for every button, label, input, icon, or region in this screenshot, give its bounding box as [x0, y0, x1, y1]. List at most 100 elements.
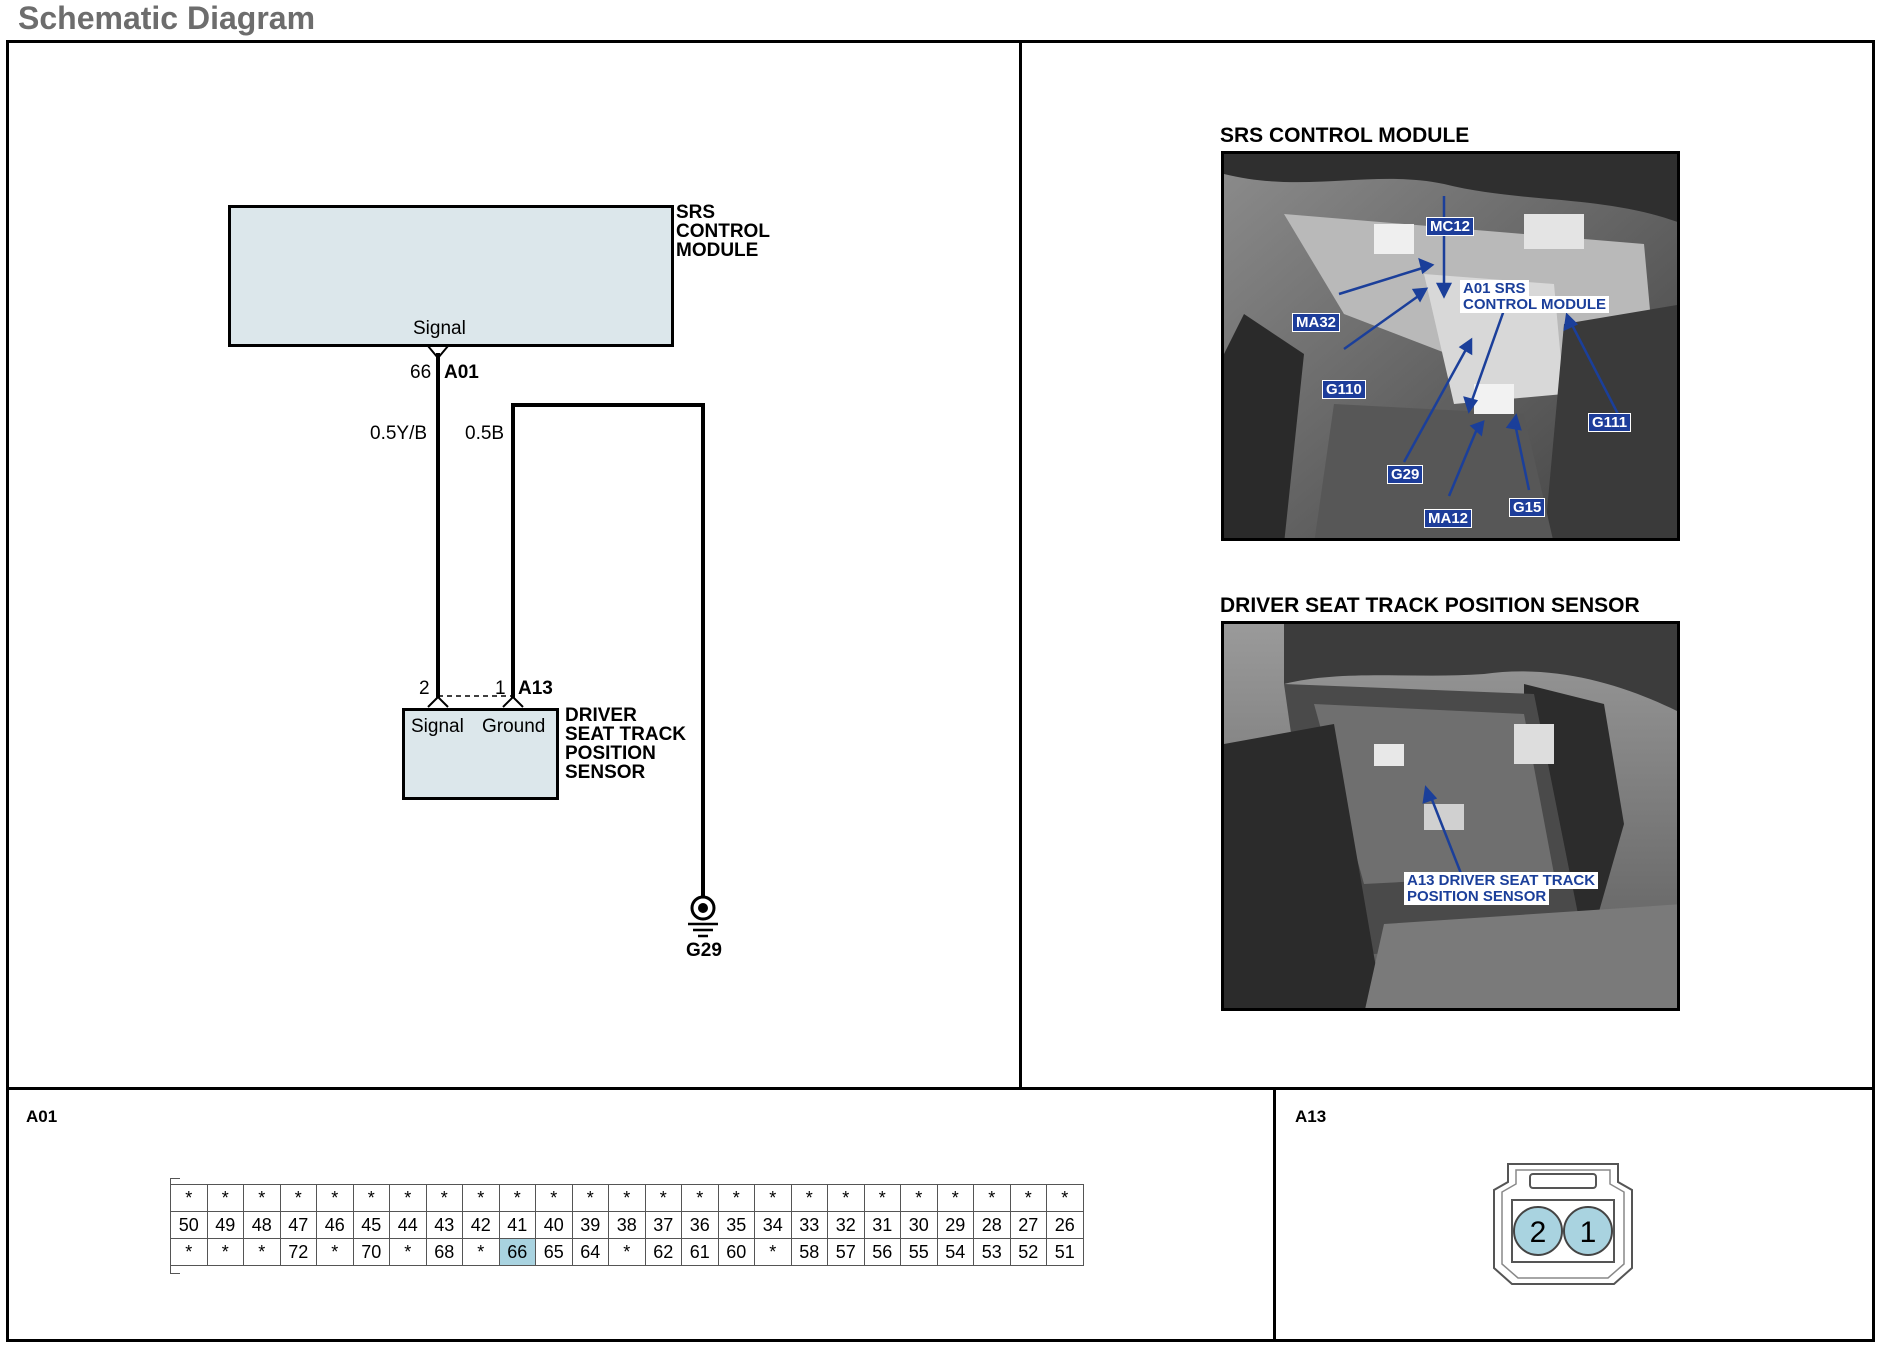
callout-a13-1: A13 DRIVER SEAT TRACK — [1404, 872, 1599, 889]
a01-pin-cell: * — [316, 1238, 354, 1266]
a01-pin-cell: 70 — [352, 1238, 390, 1266]
srs-module-name-2: CONTROL — [676, 221, 770, 242]
a01-pin-cell: 47 — [279, 1211, 317, 1239]
a01-pin-cell: 64 — [571, 1238, 609, 1266]
a01-pin-cell: 43 — [425, 1211, 463, 1239]
a01-pin-cell: 41 — [498, 1211, 536, 1239]
a01-pin-cell: 45 — [352, 1211, 390, 1239]
a01-pin-cell: * — [827, 1184, 865, 1212]
ground-label: G29 — [686, 940, 722, 961]
a01-pin-cell: 39 — [571, 1211, 609, 1239]
a01-pin-cell: * — [352, 1184, 390, 1212]
a01-pin-cell: 27 — [1009, 1211, 1047, 1239]
sensor-location-photo: A13 DRIVER SEAT TRACK POSITION SENSOR — [1221, 621, 1680, 1011]
a13-pin-1-label: 1 — [1580, 1216, 1597, 1249]
callout-a13-2: POSITION SENSOR — [1404, 888, 1550, 905]
a01-pin-cell: * — [389, 1238, 427, 1266]
callout-g110: G110 — [1322, 380, 1366, 399]
sensor-pin-2-number: 2 — [419, 678, 430, 699]
a01-pin-cell: 52 — [1009, 1238, 1047, 1266]
sensor-name-4: SENSOR — [565, 762, 646, 783]
a01-pin-cell: * — [790, 1184, 828, 1212]
connector-a13-panel — [1273, 1087, 1875, 1342]
a01-pin-cell: 40 — [535, 1211, 573, 1239]
connector-a13-title: A13 — [1295, 1107, 1327, 1126]
sensor-photo-title: DRIVER SEAT TRACK POSITION SENSOR — [1220, 594, 1640, 617]
srs-module-name-3: MODULE — [676, 240, 759, 261]
a01-pin-cell: 28 — [973, 1211, 1011, 1239]
a01-pin-cell: 58 — [790, 1238, 828, 1266]
a01-pin-cell: * — [462, 1238, 500, 1266]
a01-pin-cell: * — [206, 1238, 244, 1266]
a01-pin-cell: 26 — [1046, 1211, 1084, 1239]
a01-pin-cell: 36 — [681, 1211, 719, 1239]
a01-pin-cell: * — [316, 1184, 354, 1212]
signal-wire-label: 0.5Y/B — [370, 423, 428, 444]
a01-pin-cell: 68 — [425, 1238, 463, 1266]
a01-pin-cell: 51 — [1046, 1238, 1084, 1266]
ground-symbol — [688, 895, 718, 938]
a01-pin-cell: 29 — [936, 1211, 974, 1239]
a13-pin-2-label: 2 — [1530, 1216, 1547, 1249]
a01-pin-cell: * — [243, 1184, 281, 1212]
a01-pin-cell: * — [900, 1184, 938, 1212]
a01-pin-cell: 49 — [206, 1211, 244, 1239]
a01-pin-cell: * — [936, 1184, 974, 1212]
a01-pin-cell: 60 — [717, 1238, 755, 1266]
callout-g15: G15 — [1509, 498, 1546, 517]
a01-pin-cell: 38 — [608, 1211, 646, 1239]
sensor-ground-pin-label: Ground — [482, 716, 546, 737]
a01-pin-cell: * — [863, 1184, 901, 1212]
a01-pin-cell: 56 — [863, 1238, 901, 1266]
callout-g111: G111 — [1588, 413, 1632, 432]
connector-a01-title: A01 — [26, 1107, 58, 1126]
a01-pin-cell: 32 — [827, 1211, 865, 1239]
a01-pin-cell: * — [1009, 1184, 1047, 1212]
sensor-signal-pin-label: Signal — [411, 716, 464, 737]
a01-pin-cell: * — [754, 1184, 792, 1212]
srs-control-module-block — [228, 205, 674, 347]
connector-a13-face: 2 1 — [1493, 1163, 1633, 1285]
callout-a01-srs-2: CONTROL MODULE — [1460, 296, 1610, 313]
a13-connector-label: A13 — [518, 678, 553, 699]
a01-pin-cell: * — [279, 1184, 317, 1212]
a01-pin-cell: 54 — [936, 1238, 974, 1266]
a01-terminal-mark — [427, 345, 449, 360]
srs-photo-title: SRS CONTROL MODULE — [1220, 124, 1470, 147]
a01-pin-cell: * — [681, 1184, 719, 1212]
a13-terminal-mark-1 — [502, 695, 524, 708]
a01-pin-cell: * — [170, 1238, 208, 1266]
a01-pin-cell: * — [243, 1238, 281, 1266]
a01-connector-label: A01 — [444, 362, 479, 383]
a01-pin-cell: 72 — [279, 1238, 317, 1266]
a01-pin-cell: 55 — [900, 1238, 938, 1266]
callout-ma12: MA12 — [1424, 509, 1473, 528]
a01-pin-cell: * — [498, 1184, 536, 1212]
sensor-name-1: DRIVER — [565, 705, 637, 726]
a01-pin-cell: 57 — [827, 1238, 865, 1266]
a01-pin-cell: * — [389, 1184, 427, 1212]
a01-pin-cell: 33 — [790, 1211, 828, 1239]
srs-signal-pin-label: Signal — [413, 318, 466, 339]
a01-pin-cell: 53 — [973, 1238, 1011, 1266]
a01-pin-cell: 62 — [644, 1238, 682, 1266]
a01-pin-cell: 34 — [754, 1211, 792, 1239]
a01-pin-cell: * — [644, 1184, 682, 1212]
sensor-photo-drawing — [1224, 624, 1677, 1008]
a01-pin-cell: * — [535, 1184, 573, 1212]
ground-wire — [511, 403, 705, 896]
callout-mc12: MC12 — [1426, 217, 1475, 236]
a01-pin-cell: 61 — [681, 1238, 719, 1266]
a01-pin-cell: 31 — [863, 1211, 901, 1239]
a01-pin-cell: 44 — [389, 1211, 427, 1239]
callout-g29: G29 — [1387, 465, 1424, 484]
srs-photo-drawing — [1224, 154, 1677, 538]
a01-pin-cell: * — [973, 1184, 1011, 1212]
sensor-name-3: POSITION — [565, 743, 656, 764]
a01-pin-cell: 66 — [498, 1238, 536, 1266]
a01-pin-number: 66 — [410, 362, 432, 383]
